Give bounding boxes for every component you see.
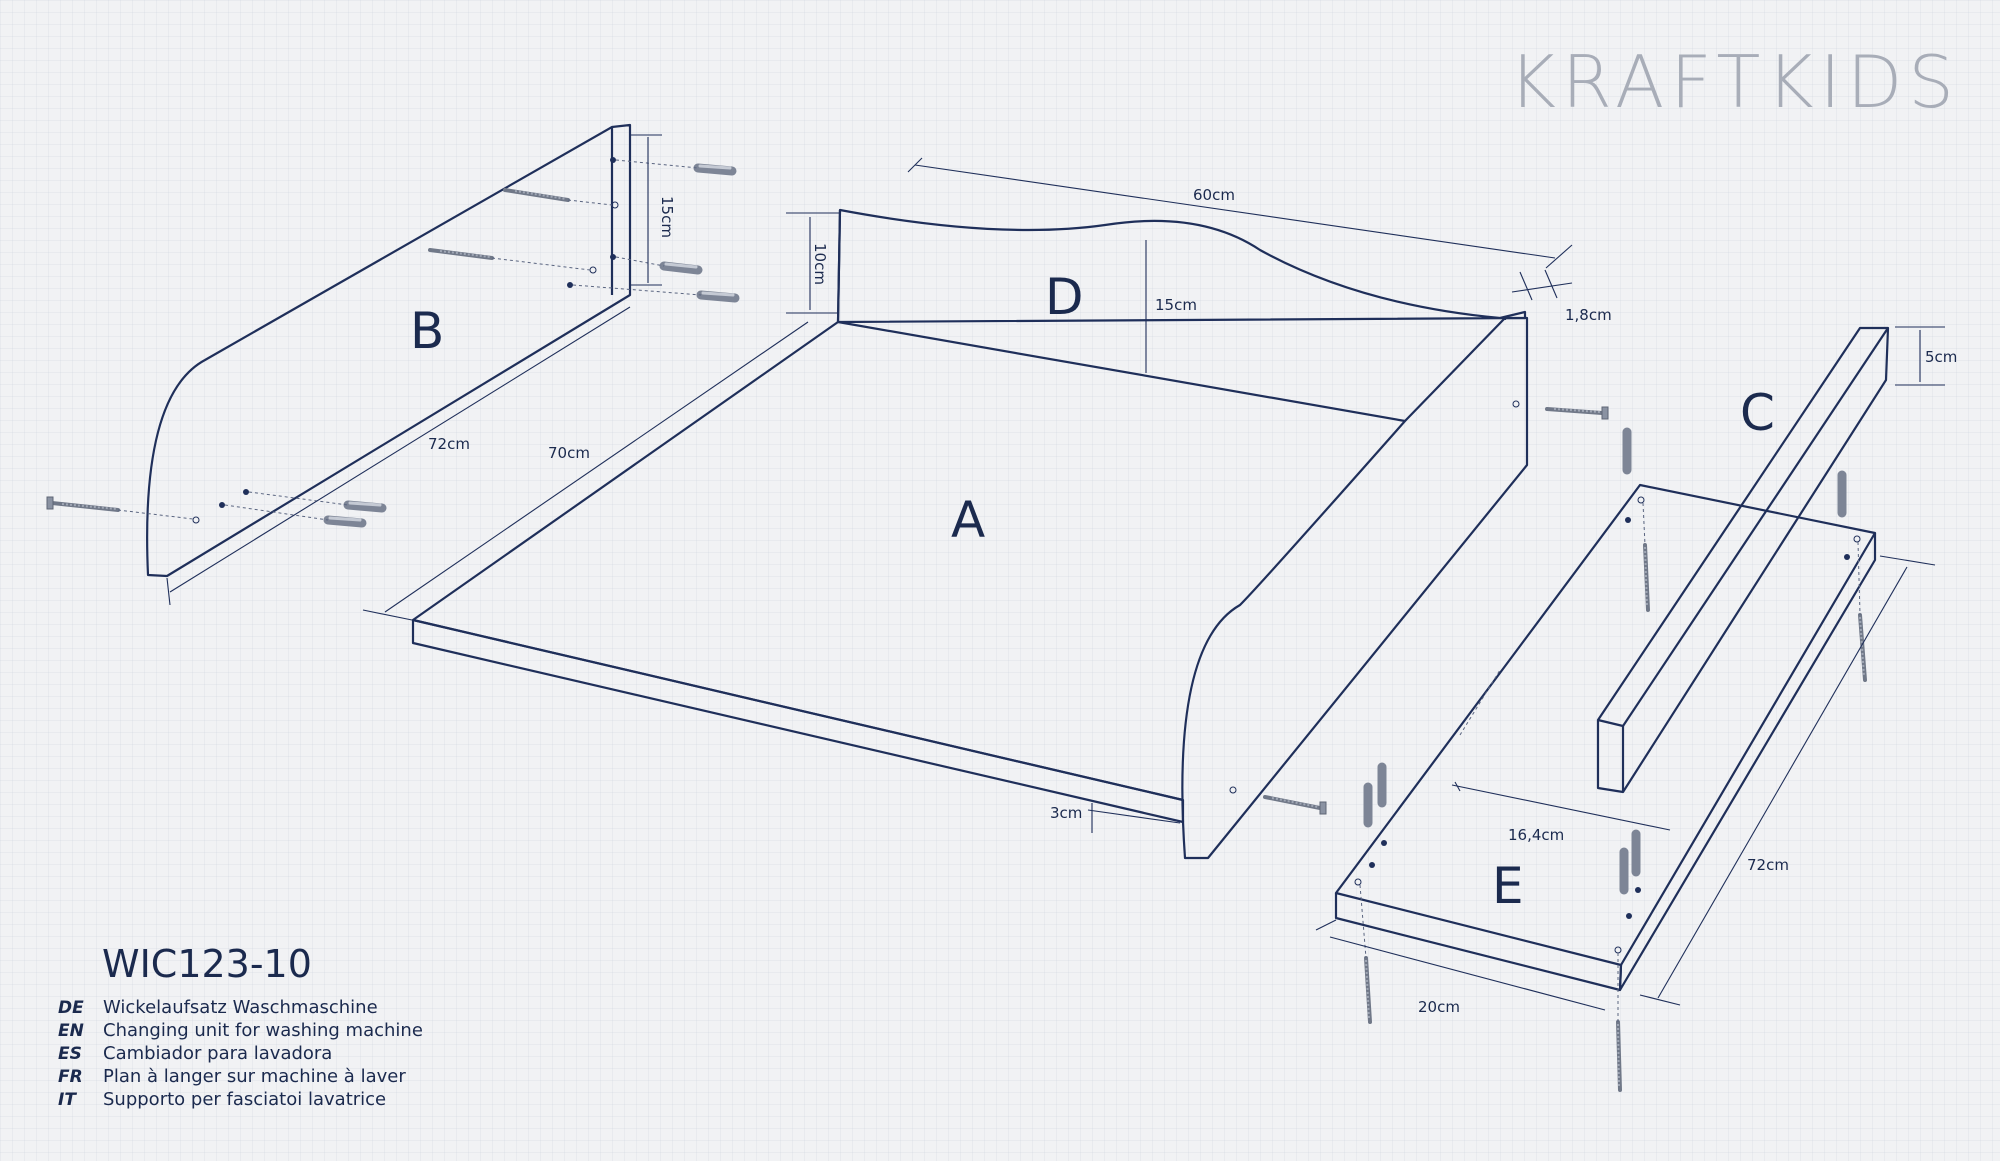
part-a-top: [412, 320, 1406, 621]
description-text: Changing unit for washing machine: [103, 1020, 423, 1041]
part-d-outline: [836, 208, 1527, 324]
dim-b-height: 15cm: [658, 196, 676, 238]
product-descriptions: DE Wickelaufsatz Waschmaschine EN Changi…: [58, 996, 423, 1111]
part-c-label: C: [1740, 384, 1775, 442]
dowel: [693, 163, 737, 176]
part-c: [1596, 326, 1945, 794]
dowel: [696, 290, 740, 303]
part-b-outline: [146, 123, 632, 578]
dim-a-length: 70cm: [548, 444, 590, 462]
description-row: DE Wickelaufsatz Waschmaschine: [58, 996, 423, 1019]
language-code: ES: [58, 1043, 82, 1064]
language-code: EN: [58, 1020, 84, 1041]
dim-c-height: 5cm: [1925, 348, 1957, 366]
part-e-front: [1334, 893, 1623, 992]
part-e: [1315, 427, 1936, 1092]
model-number: WIC123-10: [102, 942, 312, 986]
part-b-label: B: [410, 302, 444, 360]
description-text: Cambiador para lavadora: [103, 1043, 333, 1064]
description-text: Wickelaufsatz Waschmaschine: [103, 997, 378, 1018]
language-code: FR: [58, 1066, 83, 1087]
part-a: [362, 320, 1406, 833]
dim-e-length: 72cm: [1747, 856, 1789, 874]
right-side-panel: [1181, 316, 1609, 860]
description-row: IT Supporto per fasciatoi lavatrice: [58, 1088, 423, 1111]
dowel: [659, 261, 703, 275]
dim-b-length: 72cm: [428, 435, 470, 453]
language-code: DE: [58, 997, 84, 1018]
right-side-panel-outline: [1181, 316, 1529, 860]
dim-d-side-height: 10cm: [811, 243, 829, 285]
part-d-label: D: [1045, 268, 1084, 326]
dim-e-width: 20cm: [1418, 998, 1460, 1016]
dim-e-inner-width: 16,4cm: [1508, 826, 1564, 844]
description-text: Plan à langer sur machine à laver: [103, 1066, 406, 1087]
part-c-outline: [1596, 326, 1890, 794]
part-b: [46, 123, 740, 606]
part-d: [786, 157, 1573, 373]
description-row: ES Cambiador para lavadora: [58, 1042, 423, 1065]
part-a-front: [411, 618, 1185, 824]
dim-d-thickness: 1,8cm: [1565, 306, 1612, 324]
description-text: Supporto per fasciatoi lavatrice: [103, 1089, 387, 1110]
screw: [50, 501, 120, 512]
dowel: [323, 515, 367, 528]
dim-d-center-height: 15cm: [1155, 296, 1197, 314]
description-row: EN Changing unit for washing machine: [58, 1019, 423, 1042]
brand-logo: KRAFTKIDS: [1508, 40, 1960, 124]
dim-d-width: 60cm: [1193, 186, 1235, 204]
part-a-label: A: [951, 491, 985, 549]
dim-a-thickness: 3cm: [1050, 804, 1082, 822]
part-e-label: E: [1492, 857, 1524, 915]
part-e-top: [1334, 483, 1877, 967]
description-row: FR Plan à langer sur machine à laver: [58, 1065, 423, 1088]
language-code: IT: [58, 1089, 76, 1110]
part-e-side: [1618, 533, 1877, 992]
dowel: [343, 500, 387, 513]
